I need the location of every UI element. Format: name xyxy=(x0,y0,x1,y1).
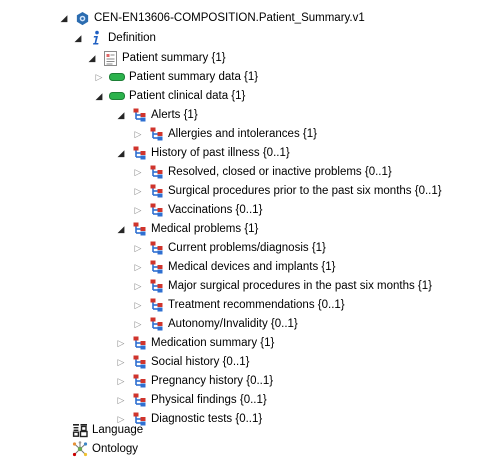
tree-node-vaccinations[interactable]: ▷ Vaccinations {0..1} xyxy=(132,201,262,219)
tree-node-label: CEN-EN13606-COMPOSITION.Patient_Summary.… xyxy=(94,12,365,24)
tree-node-social-history[interactable]: ▷ Social history {0..1} xyxy=(115,353,249,371)
tree-node-root[interactable]: ◢ CEN-EN13606-COMPOSITION.Patient_Summar… xyxy=(58,9,365,27)
entry-icon xyxy=(131,145,147,161)
entry-icon xyxy=(131,221,147,237)
expander-closed-icon[interactable]: ▷ xyxy=(134,280,142,291)
tree-node-label: Language xyxy=(92,424,144,436)
tree-node-label: Medication summary {1} xyxy=(151,337,275,349)
tree-node-autonomy[interactable]: ▷ Autonomy/Invalidity {0..1} xyxy=(132,315,298,333)
expander-closed-icon[interactable]: ▷ xyxy=(134,166,142,177)
tree-node-label: Current problems/diagnosis {1} xyxy=(168,242,326,254)
tree-node-label: Treatment recommendations {0..1} xyxy=(168,299,345,311)
entry-icon xyxy=(148,183,164,199)
section-icon xyxy=(109,88,125,104)
entry-icon xyxy=(131,411,147,427)
tree-node-label: Vaccinations {0..1} xyxy=(168,204,263,216)
tree-node-language[interactable]: ▷ Language xyxy=(56,421,143,439)
expander-closed-icon[interactable]: ▷ xyxy=(117,394,125,405)
expander-closed-icon[interactable]: ▷ xyxy=(134,185,142,196)
tree-node-allergies[interactable]: ▷ Allergies and intolerances {1} xyxy=(132,125,317,143)
expander-closed-icon[interactable]: ▷ xyxy=(134,261,142,272)
entry-icon xyxy=(148,240,164,256)
tree-node-label: Patient summary data {1} xyxy=(129,71,259,83)
tree-node-label: Diagnostic tests {0..1} xyxy=(151,413,263,425)
tree-node-label: Autonomy/Invalidity {0..1} xyxy=(168,318,298,330)
expander-open-icon[interactable]: ◢ xyxy=(95,90,103,101)
tree-node-label: Definition xyxy=(108,32,156,44)
tree-node-patient-summary-data[interactable]: ▷ Patient summary data {1} xyxy=(93,68,259,86)
tree-node-label: Physical findings {0..1} xyxy=(151,394,267,406)
tree-node-label: Alerts {1} xyxy=(151,109,198,121)
expander-closed-icon[interactable]: ▷ xyxy=(95,71,103,82)
expander-closed-icon[interactable]: ▷ xyxy=(117,413,125,424)
tree-node-label: Social history {0..1} xyxy=(151,356,250,368)
tree-node-current-problems[interactable]: ▷ Current problems/diagnosis {1} xyxy=(132,239,326,257)
composition-icon xyxy=(74,10,90,26)
tree-node-patient-clinical-data[interactable]: ◢ Patient clinical data {1} xyxy=(93,87,246,105)
section-icon xyxy=(109,69,125,85)
tree-node-label: Patient summary {1} xyxy=(122,52,226,64)
tree-node-medical-devices[interactable]: ▷ Medical devices and implants {1} xyxy=(132,258,336,276)
tree-node-patient-summary[interactable]: ◢ Patient summary {1} xyxy=(86,49,226,67)
expander-open-icon[interactable]: ◢ xyxy=(117,223,125,234)
tree-node-label: Pregnancy history {0..1} xyxy=(151,375,274,387)
tree-node-label: Allergies and intolerances {1} xyxy=(168,128,317,140)
entry-icon xyxy=(148,164,164,180)
expander-closed-icon[interactable]: ▷ xyxy=(117,356,125,367)
tree-node-definition[interactable]: ◢ Definition xyxy=(72,29,156,47)
entry-icon xyxy=(148,278,164,294)
tree-node-surgical-procedures[interactable]: ▷ Surgical procedures prior to the past … xyxy=(132,182,442,200)
tree-node-medical-problems[interactable]: ◢ Medical problems {1} xyxy=(115,220,258,238)
tree-node-physical-findings[interactable]: ▷ Physical findings {0..1} xyxy=(115,391,267,409)
entry-icon xyxy=(148,126,164,142)
expander-open-icon[interactable]: ◢ xyxy=(88,52,96,63)
tree-node-label: Surgical procedures prior to the past si… xyxy=(168,185,442,197)
tree-node-pregnancy-history[interactable]: ▷ Pregnancy history {0..1} xyxy=(115,372,273,390)
expander-closed-icon[interactable]: ▷ xyxy=(134,299,142,310)
entry-icon xyxy=(148,297,164,313)
tree-node-treatment-recommendations[interactable]: ▷ Treatment recommendations {0..1} xyxy=(132,296,345,314)
entry-icon xyxy=(148,202,164,218)
entry-icon xyxy=(131,373,147,389)
entry-icon xyxy=(131,392,147,408)
tree-node-label: Medical devices and implants {1} xyxy=(168,261,336,273)
tree-node-label: History of past illness {0..1} xyxy=(151,147,290,159)
tree-node-label: Major surgical procedures in the past si… xyxy=(168,280,432,292)
expander-closed-icon[interactable]: ▷ xyxy=(134,204,142,215)
tree-node-ontology[interactable]: ▷ Ontology xyxy=(56,440,138,458)
tree-node-history-past-illness[interactable]: ◢ History of past illness {0..1} xyxy=(115,144,290,162)
tree-node-major-surgical[interactable]: ▷ Major surgical procedures in the past … xyxy=(132,277,432,295)
language-icon xyxy=(72,422,88,438)
expander-closed-icon[interactable]: ▷ xyxy=(134,128,142,139)
tree-node-alerts[interactable]: ◢ Alerts {1} xyxy=(115,106,198,124)
tree-node-label: Medical problems {1} xyxy=(151,223,259,235)
tree-node-diagnostic-tests[interactable]: ▷ Diagnostic tests {0..1} xyxy=(115,410,262,428)
entry-icon xyxy=(148,316,164,332)
expander-open-icon[interactable]: ◢ xyxy=(74,32,82,43)
entry-icon xyxy=(131,335,147,351)
expander-open-icon[interactable]: ◢ xyxy=(117,109,125,120)
entry-icon xyxy=(131,354,147,370)
expander-closed-icon[interactable]: ▷ xyxy=(134,242,142,253)
tree-node-label: Patient clinical data {1} xyxy=(129,90,246,102)
expander-closed-icon[interactable]: ▷ xyxy=(117,375,125,386)
expander-open-icon[interactable]: ◢ xyxy=(60,12,68,23)
expander-open-icon[interactable]: ◢ xyxy=(117,147,125,158)
entry-icon xyxy=(131,107,147,123)
info-icon xyxy=(88,30,104,46)
tree-node-label: Ontology xyxy=(92,443,139,455)
entry-icon xyxy=(148,259,164,275)
document-icon xyxy=(102,50,118,66)
tree-node-resolved-problems[interactable]: ▷ Resolved, closed or inactive problems … xyxy=(132,163,392,181)
tree-node-label: Resolved, closed or inactive problems {0… xyxy=(168,166,392,178)
expander-closed-icon[interactable]: ▷ xyxy=(117,337,125,348)
expander-closed-icon[interactable]: ▷ xyxy=(134,318,142,329)
ontology-icon xyxy=(72,441,88,457)
tree-node-medication-summary[interactable]: ▷ Medication summary {1} xyxy=(115,334,274,352)
